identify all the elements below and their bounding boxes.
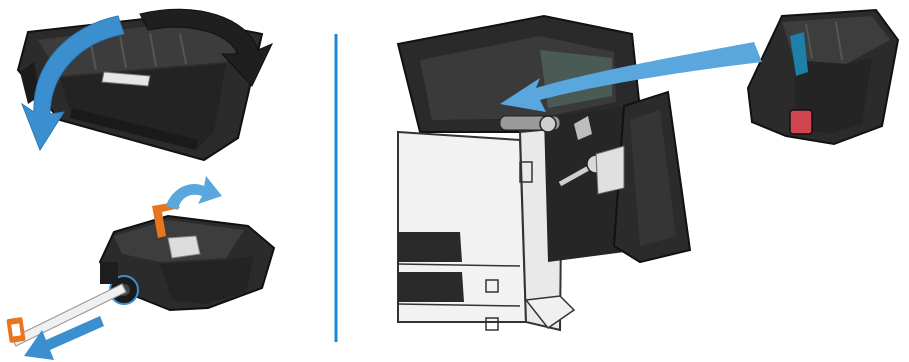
cartridge-rock-panel	[18, 9, 272, 160]
cartridge-handle-red	[790, 110, 812, 134]
sealing-tape-pull-icon	[6, 202, 274, 346]
install-cartridge-panel	[398, 10, 898, 330]
tape-lift-arrow-icon	[166, 176, 222, 210]
new-toner-cartridge-icon	[748, 10, 898, 144]
remove-seal-panel	[6, 176, 274, 360]
